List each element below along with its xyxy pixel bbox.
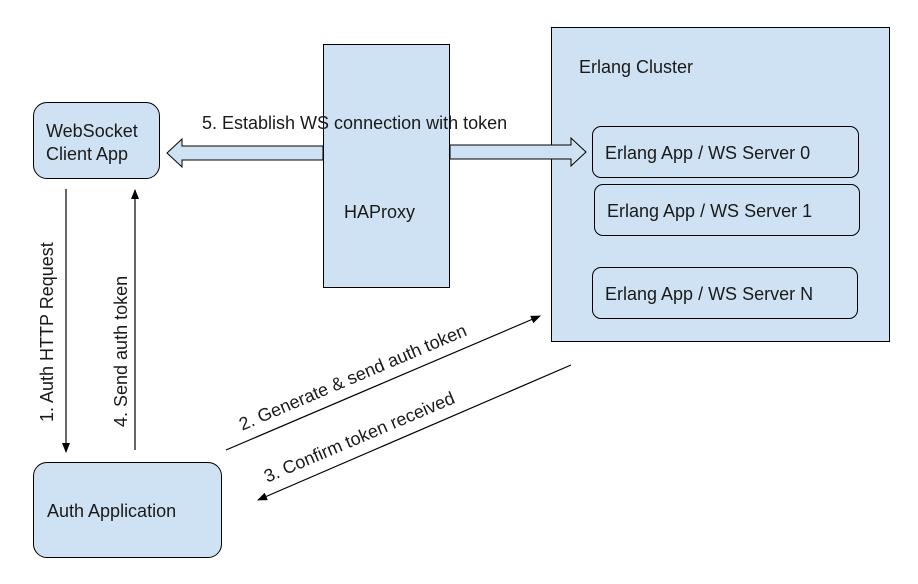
generate-token-arrow xyxy=(225,315,541,451)
auth-application-box xyxy=(33,462,222,558)
ws-connection-arrow-left xyxy=(166,137,324,169)
haproxy-box xyxy=(323,44,450,288)
haproxy-label: HAProxy xyxy=(344,202,416,222)
auth-application-label: Auth Application xyxy=(47,501,177,521)
websocket-client-label-line1: WebSocket xyxy=(46,121,138,141)
erlang-server-1 xyxy=(594,184,860,236)
step5-label: 5. Establish WS connection with token xyxy=(202,113,508,133)
erlang-server-1-label: Erlang App / WS Server 1 xyxy=(607,201,813,221)
confirm-token-arrow xyxy=(257,364,572,501)
erlang-server-n xyxy=(592,267,858,319)
websocket-client-label-line2: Client App xyxy=(46,144,129,164)
ws-connection-arrow-right xyxy=(449,136,587,168)
erlang-server-0-label: Erlang App / WS Server 0 xyxy=(605,143,811,163)
websocket-client-box xyxy=(33,102,160,179)
step1-label: 1. Auth HTTP Request xyxy=(37,242,57,422)
erlang-server-n-label: Erlang App / WS Server N xyxy=(605,284,814,304)
step4-label: 4. Send auth token xyxy=(111,275,131,427)
erlang-server-0 xyxy=(592,126,859,178)
erlang-cluster-label: Erlang Cluster xyxy=(579,57,694,77)
